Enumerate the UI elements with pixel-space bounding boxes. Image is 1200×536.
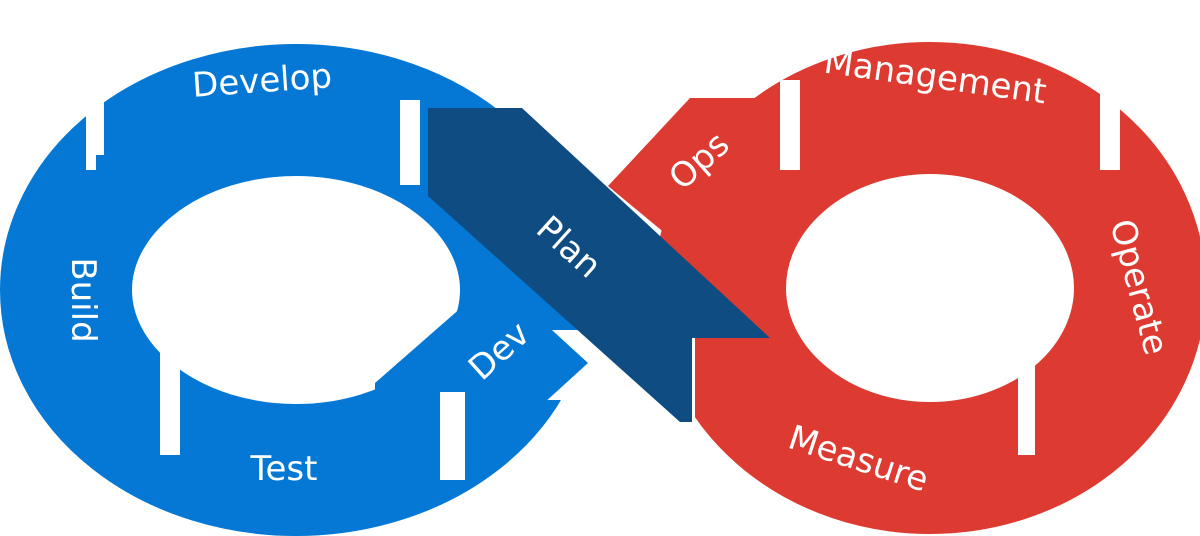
ops-loop-ring [654, 42, 1200, 534]
dev-loop-ring [0, 44, 592, 536]
dev-arrow [375, 278, 588, 475]
dev-ring-separators [86, 60, 465, 480]
ops-arrow [608, 98, 780, 264]
label-develop: Develop [191, 56, 333, 106]
plan-band [428, 108, 770, 422]
label-test: Test [250, 449, 318, 489]
label-build: Build [63, 257, 103, 342]
